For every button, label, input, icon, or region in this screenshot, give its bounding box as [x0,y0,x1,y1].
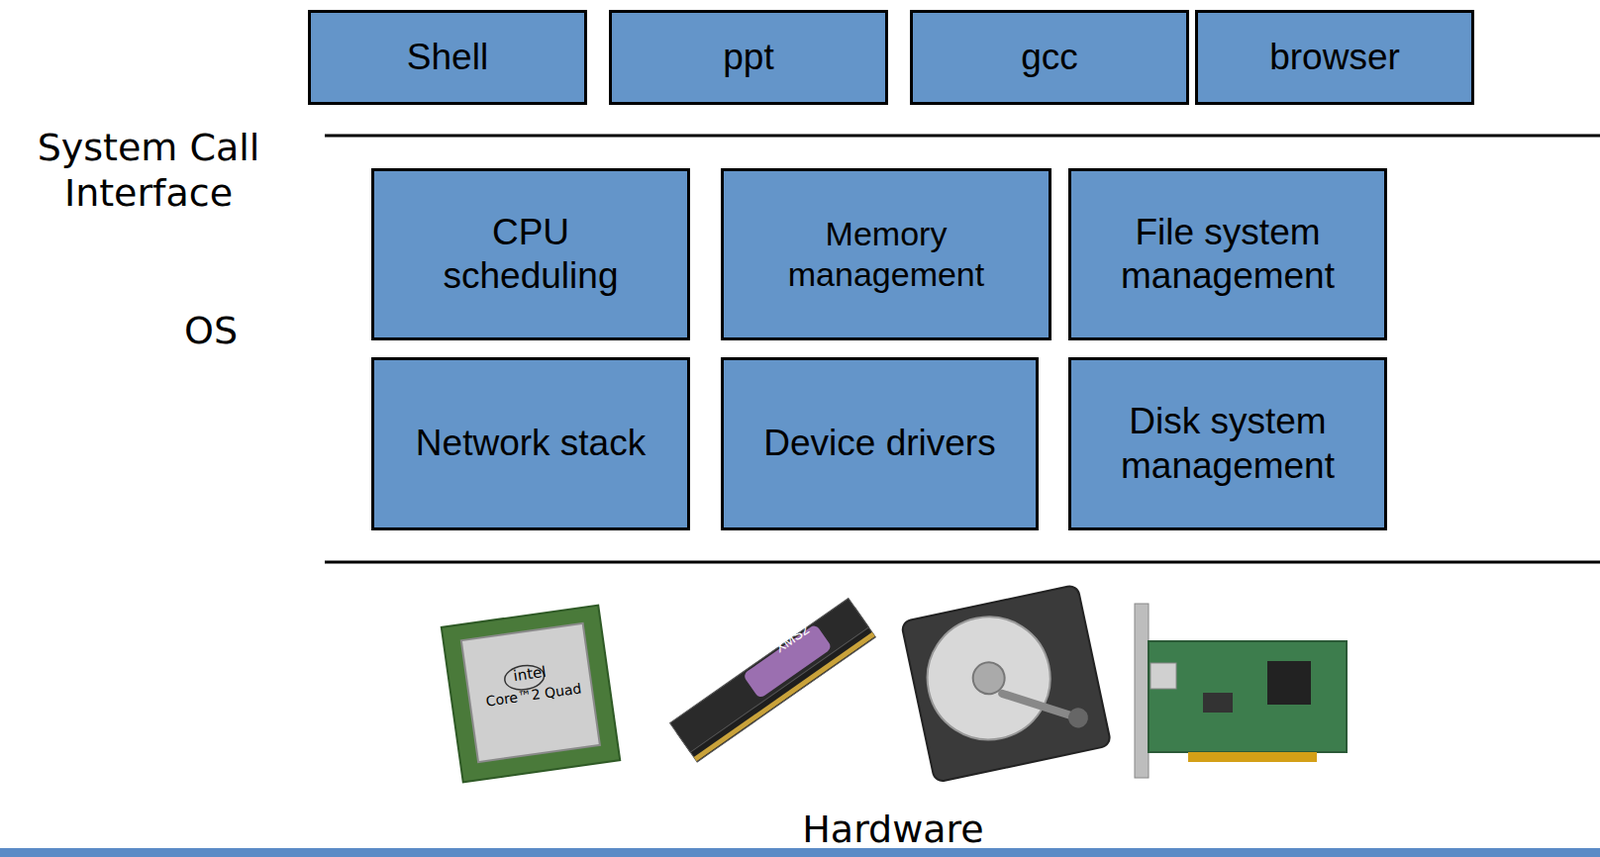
text-group: CPU scheduling [416,210,645,300]
text-group: Network stack [415,421,646,466]
text-group: Disk system management [1099,400,1357,489]
network-card-picture [1134,603,1347,779]
box-text: File system management [1099,210,1357,300]
os-component-box: File system management [1068,168,1388,341]
box-text: Disk system management [1099,400,1357,489]
text-group: Shell [406,35,489,80]
box-text: browser [1269,35,1400,80]
os-component-box: Disk system management [1068,357,1388,531]
bottom-bar [0,848,1600,857]
box-text: Memory management [737,213,1035,296]
cpu-picture [441,605,620,784]
text-group: Device drivers [763,421,996,466]
disk-picture [900,585,1112,784]
text-group: ppt [722,35,774,80]
box-text: Shell [406,35,489,80]
layer-label: OS [184,308,274,355]
text-group: Memory management [737,213,1035,296]
box-text: gcc [1020,35,1079,80]
ram-picture [670,598,877,763]
application-box: Shell [307,9,588,105]
os-component-box: CPU scheduling [371,168,691,341]
divider-line [324,134,1600,138]
text-group: browser [1269,35,1400,80]
application-box: browser [1195,9,1475,105]
box-text: Device drivers [763,421,996,466]
layer-label: Hardware [744,807,1042,854]
box-text: ppt [722,35,774,80]
text-group: File system management [1099,210,1357,300]
application-box: gcc [909,9,1190,105]
divider-line [324,561,1600,565]
text-group: gcc [1020,35,1079,80]
os-component-box: Network stack [371,357,691,531]
layer-label: System Call Interface [4,125,293,216]
os-component-box: Device drivers [720,357,1039,531]
os-component-box: Memory management [720,168,1052,341]
box-text: CPU scheduling [416,210,645,300]
box-text: Network stack [415,421,646,466]
application-box: ppt [608,9,889,105]
